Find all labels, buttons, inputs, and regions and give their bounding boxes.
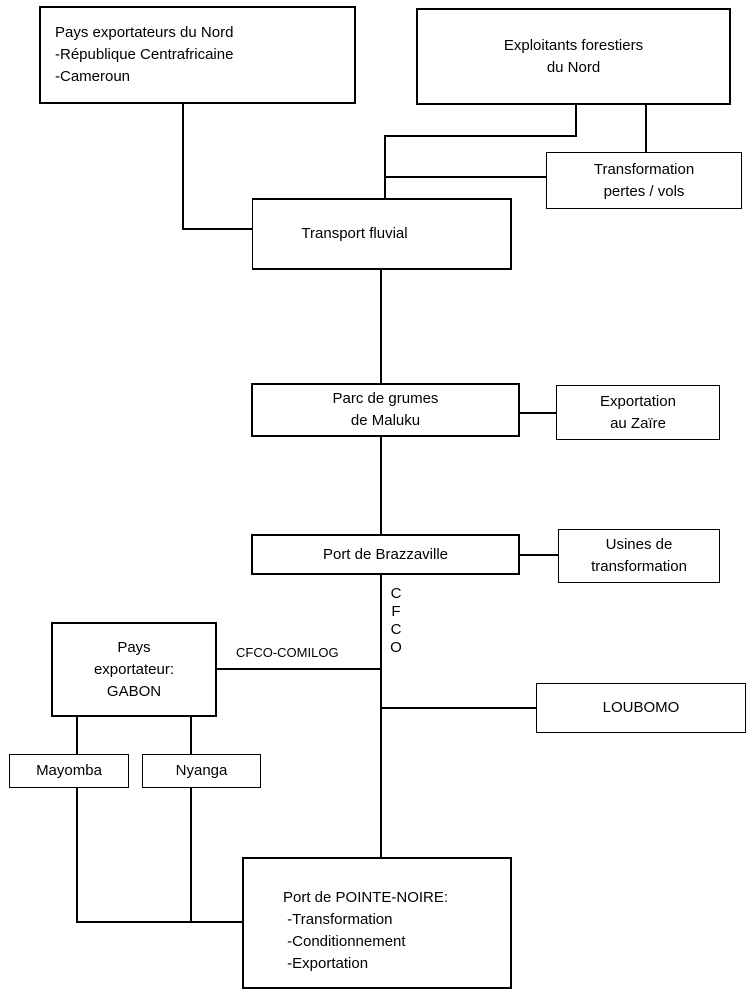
node-line: pertes / vols	[603, 182, 685, 200]
connector	[384, 135, 386, 202]
node-line: Exploitants forestiers	[503, 36, 644, 54]
node-line: de Maluku	[350, 412, 421, 429]
node-line: Nyanga	[175, 762, 228, 779]
node-transformation-pertes: Transformation pertes / vols	[546, 152, 742, 209]
node-line: du Nord	[546, 58, 601, 76]
node-line: Exportation	[600, 392, 676, 410]
node-line: Usines de	[605, 536, 673, 553]
node-line: transformation	[591, 558, 687, 575]
node-line: Pays exportateurs du Nord	[55, 24, 234, 41]
node-line: Pays	[117, 638, 151, 656]
node-line: Port de Brazzaville	[322, 545, 449, 563]
node-line: Parc de grumes	[332, 390, 439, 407]
edge-label-letter: F	[391, 603, 401, 620]
node-exportation-zaire: Exportation au Zaïre	[556, 385, 720, 440]
node-loubomo: LOUBOMO	[536, 683, 746, 733]
connector	[384, 135, 577, 137]
edge-label-cfco-comilog: CFCO-COMILOG	[236, 645, 339, 660]
connector	[182, 228, 254, 230]
node-port-brazzaville: Port de Brazzaville	[251, 534, 520, 575]
node-line: exportateur:	[93, 660, 175, 678]
edge-label-letter: O	[390, 639, 402, 656]
node-port-pointe-noire: Port de POINTE-NOIRE: -Transformation -C…	[242, 857, 512, 989]
node-line: Mayomba	[36, 762, 102, 779]
node-line: -Cameroun	[55, 68, 131, 85]
node-line: -République Centrafricaine	[55, 46, 234, 63]
node-mayomba: Mayomba	[9, 754, 129, 788]
node-line: Transformation	[593, 160, 695, 178]
node-line: -Transformation	[283, 911, 393, 928]
connector	[190, 787, 192, 922]
node-usines-transformation: Usines de transformation	[558, 529, 720, 583]
node-line: GABON	[106, 682, 162, 700]
edge-label-letter: C	[390, 585, 402, 602]
node-exploitants-forestiers: Exploitants forestiers du Nord	[416, 8, 731, 105]
node-parc-de-grumes: Parc de grumes de Maluku	[251, 383, 520, 437]
node-gabon: Pays exportateur: GABON	[51, 622, 217, 717]
node-line: LOUBOMO	[602, 699, 680, 716]
node-nyanga: Nyanga	[142, 754, 261, 788]
node-line: -Exportation	[283, 955, 369, 972]
connector	[382, 707, 538, 709]
connector	[380, 574, 382, 858]
edge-label-letter: C	[390, 621, 402, 638]
connector	[380, 268, 382, 384]
connector	[380, 436, 382, 534]
node-pays-exportateurs-nord: Pays exportateurs du Nord -République Ce…	[39, 6, 356, 104]
edge-label-cfco: C F C O	[389, 585, 403, 657]
node-transport-fluvial: Transport fluvial	[252, 198, 512, 270]
node-line: au Zaïre	[610, 414, 666, 432]
connector	[575, 104, 577, 137]
connector	[76, 787, 78, 922]
node-line: Transport fluvial	[301, 225, 408, 242]
connector	[190, 716, 192, 754]
node-line: -Conditionnement	[283, 933, 406, 950]
connector	[76, 716, 78, 754]
connector	[645, 104, 647, 154]
connector	[520, 412, 558, 414]
connector	[182, 101, 184, 229]
connector	[215, 668, 382, 670]
connector	[384, 176, 548, 178]
connector	[520, 554, 558, 556]
connector	[76, 921, 242, 923]
node-line: Port de POINTE-NOIRE:	[283, 889, 449, 906]
